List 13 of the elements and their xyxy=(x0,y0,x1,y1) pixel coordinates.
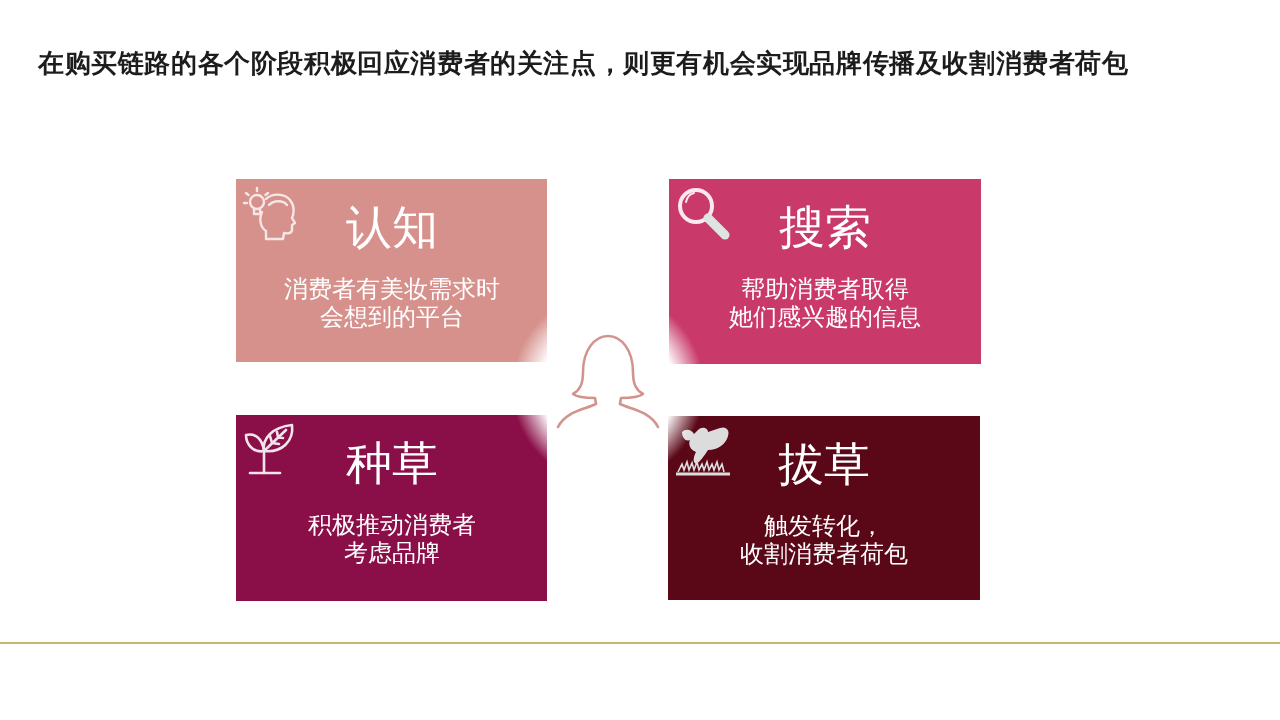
card-heading: 搜索 xyxy=(779,201,871,253)
stage-card xyxy=(669,179,981,364)
card-heading: 认知 xyxy=(345,201,438,253)
stage-card xyxy=(236,179,547,362)
card-text: 积极推动消费者考虑品牌 xyxy=(307,511,476,567)
card-heading: 拔草 xyxy=(778,438,870,490)
card-text: 消费者有美妆需求时会想到的平台 xyxy=(283,275,500,331)
slide-title: 在购买链路的各个阶段积极回应消费者的关注点，则更有机会实现品牌传播及收割消费者荷包 xyxy=(38,47,1129,80)
card-heading: 种草 xyxy=(345,437,438,489)
stage-card xyxy=(668,416,980,600)
card-text: 帮助消费者取得她们感兴趣的信息 xyxy=(729,275,921,331)
stage-card xyxy=(236,415,547,601)
card-text: 触发转化，收割消费者荷包 xyxy=(740,512,908,568)
